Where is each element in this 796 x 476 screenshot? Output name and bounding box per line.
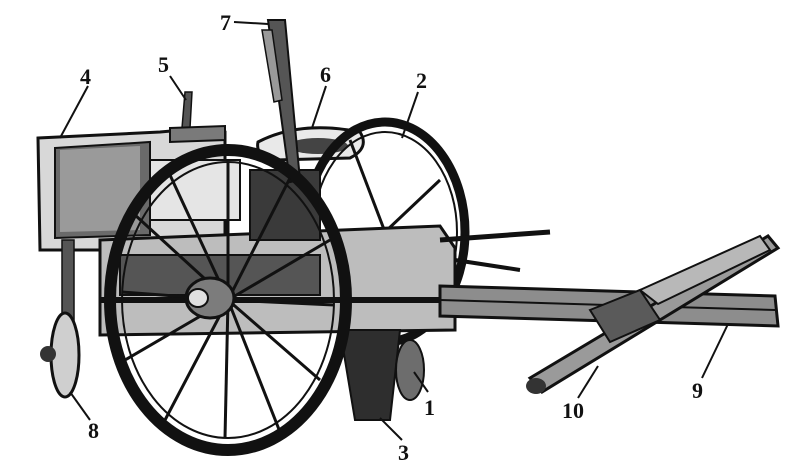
callout-labels: 1 2 3 4 5 6 7 8 9 10: [80, 10, 703, 465]
marker-disc: [40, 239, 81, 399]
coulter-shoe: [338, 329, 402, 421]
callout-6: 6: [320, 62, 331, 87]
frame-body: [98, 159, 457, 337]
callout-5: 5: [158, 52, 169, 77]
callout-3: 3: [398, 440, 409, 465]
callout-8: 8: [88, 418, 99, 443]
hitch-linkage: [439, 229, 551, 272]
crank-handle: [169, 91, 226, 144]
covering-disc: [395, 339, 425, 401]
callout-10: 10: [562, 398, 584, 423]
callout-9: 9: [692, 378, 703, 403]
leader-lines: [59, 21, 729, 441]
callout-1: 1: [424, 395, 435, 420]
crossbar: [526, 234, 781, 394]
front-wheel: [104, 144, 352, 456]
callout-7: 7: [220, 10, 231, 35]
callout-4: 4: [80, 64, 91, 89]
callout-2: 2: [416, 68, 427, 93]
